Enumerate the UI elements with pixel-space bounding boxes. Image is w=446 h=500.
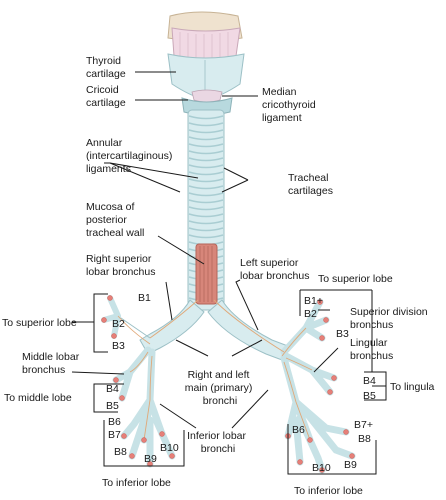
to-lingula-label: To lingula: [390, 381, 435, 393]
seg-left-b7: B7+: [354, 419, 373, 431]
right-superior-lobar-label: Right superior lobar bronchus: [86, 253, 155, 278]
seg-right-b6: B6: [108, 416, 121, 428]
tracheal-ring: [188, 150, 224, 155]
tracheal-ring: [188, 178, 224, 183]
seg-left-b9: B9: [344, 459, 357, 471]
to-inferior-lobe-right-label: To inferior lobe: [294, 485, 363, 497]
top-ligament: [171, 27, 241, 60]
mucosa-window: [195, 243, 218, 305]
tracheal-ring: [188, 185, 224, 190]
cricothyroid-ligament-shape: [191, 89, 223, 103]
to-superior-lobe-right-label: To superior lobe: [318, 273, 393, 285]
median-cricothyroid-label: Median cricothyroid ligament: [262, 86, 319, 124]
tracheal-ring: [188, 122, 224, 127]
tracheal-ring: [188, 199, 224, 204]
tracheal-ring: [188, 234, 224, 239]
superior-division-label: Superior division bronchus: [350, 306, 431, 331]
larynx: [167, 11, 245, 116]
tracheal-ring: [188, 164, 224, 169]
seg-right-b8: B8: [114, 446, 127, 458]
seg-right-b1: B1: [138, 292, 151, 304]
seg-right-b2: B2: [112, 318, 125, 330]
to-superior-lobe-left-label: To superior lobe: [2, 317, 77, 329]
seg-right-b9: B9: [144, 453, 157, 465]
seg-left-b3: B3: [336, 328, 349, 340]
tracheal-ring: [188, 192, 224, 197]
seg-left-b5: B5: [363, 390, 376, 402]
seg-right-b7: B7: [108, 429, 121, 441]
inferior-lobar-label: Inferior lobar bronchi: [187, 430, 249, 455]
seg-left-b2: B2: [304, 308, 317, 320]
seg-left-b4: B4: [363, 375, 376, 387]
thyroid-cartilage-label: Thyroid cartilage: [86, 55, 126, 80]
segment-labels: B1 B2 B3 B4 B5 B6 B7 B8 B9 B10 B1+ B2 B3…: [106, 292, 376, 474]
tracheal-cartilages-label: Tracheal cartilages: [288, 172, 333, 197]
lingular-bronchus-label: Lingular bronchus: [350, 337, 393, 362]
tracheal-ring: [188, 227, 224, 232]
cricoid-cartilage-label: Cricoid cartilage: [86, 84, 126, 109]
seg-right-b5: B5: [106, 400, 119, 412]
seg-left-b6: B6: [292, 424, 305, 436]
brackets: [72, 289, 387, 475]
middle-lobar-label: Middle lobar bronchus: [22, 351, 82, 376]
to-middle-lobe-label: To middle lobe: [4, 392, 72, 404]
to-inferior-lobe-left-label: To inferior lobe: [102, 477, 171, 489]
tracheal-ring: [188, 157, 224, 162]
thyroid-cartilage-shape: [167, 53, 245, 101]
trachea: [187, 109, 225, 311]
bronchial-tree: [101, 295, 356, 474]
tracheal-ring: [188, 220, 224, 225]
tracheal-ring: [188, 136, 224, 141]
main-bronchi-label: Right and left main (primary) bronchi: [185, 369, 256, 407]
seg-right-b4: B4: [106, 383, 119, 395]
leader-lines: [71, 71, 339, 429]
seg-right-b10: B10: [160, 442, 179, 454]
seg-left-b10: B10: [312, 462, 331, 474]
mucosa-label: Mucosa of posterior tracheal wall: [86, 201, 144, 239]
tracheal-ring: [188, 171, 224, 176]
tracheal-ring: [188, 143, 224, 148]
seg-left-b8: B8: [358, 433, 371, 445]
annular-ligaments-label: Annular (intercartilaginous) ligaments: [86, 137, 175, 175]
tracheal-ring: [188, 213, 224, 218]
seg-right-b3: B3: [112, 340, 125, 352]
tracheal-ring: [188, 129, 224, 134]
right-main-bronchus: [139, 299, 205, 355]
labels: Thyroid cartilage Cricoid cartilage Medi…: [2, 55, 435, 497]
tracheal-ring: [188, 115, 224, 120]
left-superior-lobar-label: Left superior lobar bronchus: [240, 257, 309, 282]
tracheal-ring: [188, 206, 224, 211]
seg-left-b1: B1+: [304, 295, 323, 307]
